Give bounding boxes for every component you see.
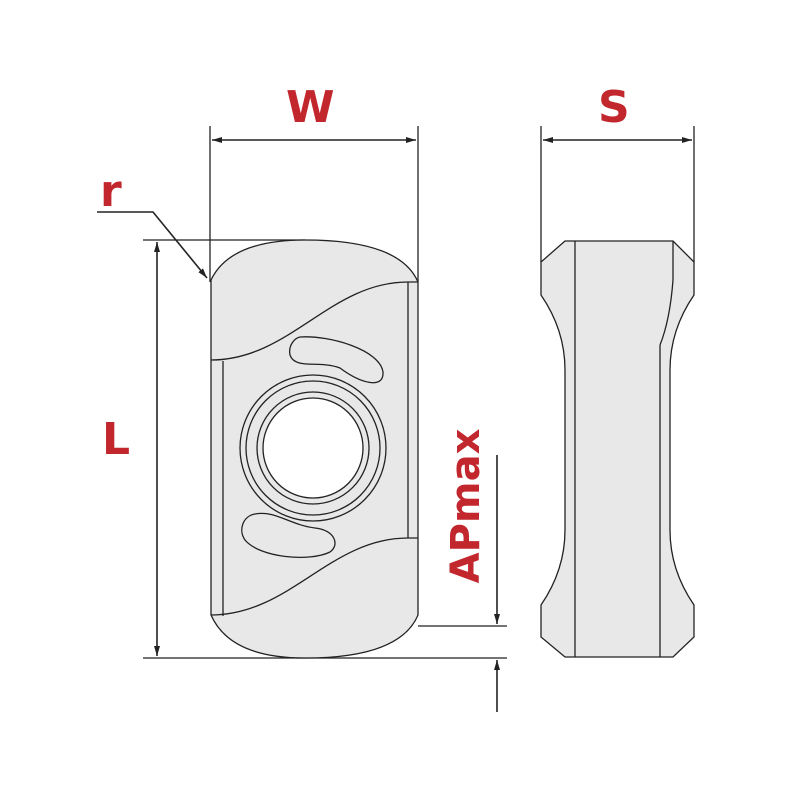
label-w: W: [286, 82, 335, 133]
r-leader: [97, 211, 208, 279]
label-s: S: [598, 82, 630, 133]
center-hole: [262, 397, 364, 499]
label-l: L: [102, 414, 131, 465]
label-r: r: [100, 166, 122, 217]
insert-front-view: [210, 239, 419, 659]
insert-side-view: [540, 240, 695, 658]
label-apmax: APmax: [443, 428, 489, 584]
